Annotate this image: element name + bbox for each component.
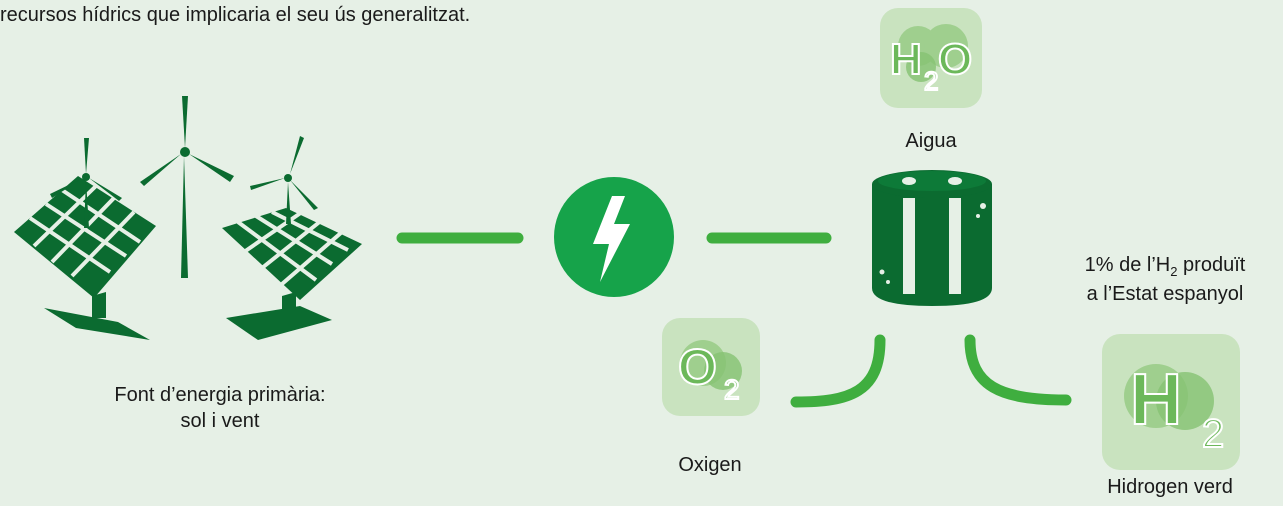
wind-turbine-icon: [50, 138, 122, 228]
connector-lines: [396, 232, 1072, 408]
intro-text: recursos hídrics que implicaria el seu ú…: [0, 4, 471, 26]
wind-turbine-icon: [250, 136, 318, 224]
oxygen-formula-sub: 2: [723, 374, 741, 405]
hydrogen-label: Hidrogen verd: [1107, 476, 1233, 498]
source-label: Font d’energia primària: sol i vent: [114, 384, 326, 432]
hydrogen-molecule-tile: H 2: [1102, 334, 1240, 470]
water-formula-o: O: [937, 35, 973, 84]
water-label: Aigua: [905, 130, 957, 152]
water-formula-sub: 2: [923, 66, 940, 96]
wind-turbine-icon: [140, 96, 234, 278]
oxygen-molecule-tile: O 2: [662, 318, 760, 416]
water-formula-h: H: [889, 35, 923, 84]
lightning-bolt-icon: [554, 177, 674, 297]
oxygen-formula-o: O: [677, 339, 718, 395]
solar-panel-icon: [222, 208, 362, 340]
hydrogen-formula-h: H: [1129, 360, 1183, 440]
electrolyzer-icon: [872, 170, 992, 306]
h2-production-note: 1% de l’H2 produït a l’Estat espanyol: [1084, 254, 1246, 305]
oxygen-label: Oxigen: [678, 454, 742, 476]
water-molecule-tile: H 2 O: [880, 8, 982, 108]
hydrogen-formula-sub: 2: [1201, 412, 1225, 456]
solar-panel-icon: [14, 176, 156, 340]
